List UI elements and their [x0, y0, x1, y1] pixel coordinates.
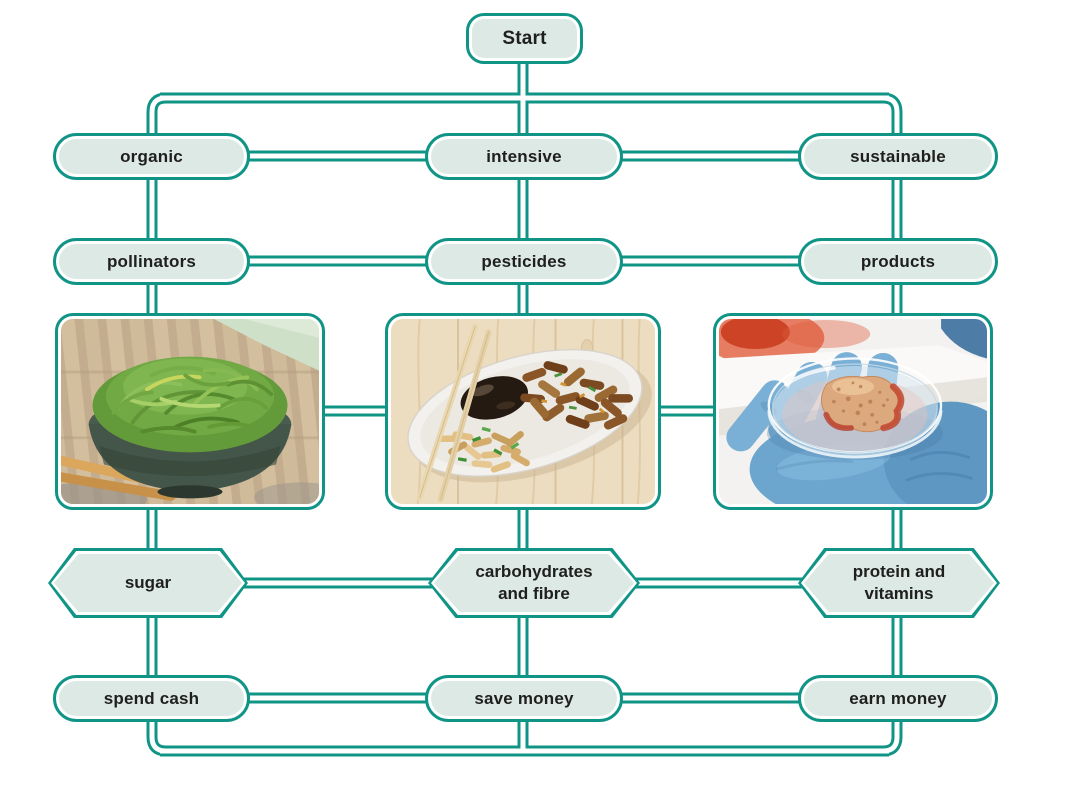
node-carbohydrates-label: carbohydrates and fibre: [475, 561, 593, 603]
node-start: Start: [466, 13, 583, 64]
node-intensive: intensive: [425, 133, 623, 180]
node-intensive-label: intensive: [431, 139, 617, 174]
node-sustainable: sustainable: [798, 133, 998, 180]
node-organic-label: organic: [59, 139, 244, 174]
photo-lab-grown-meat: [713, 313, 993, 510]
node-pollinators: pollinators: [53, 238, 250, 285]
photo-fried-insects: [385, 313, 661, 510]
node-carbohydrates: carbohydrates and fibre: [428, 548, 640, 618]
node-organic: organic: [53, 133, 250, 180]
meat-sample: [820, 375, 905, 433]
node-spend-cash-label: spend cash: [59, 681, 244, 716]
node-sustainable-label: sustainable: [804, 139, 992, 174]
node-pesticides-label: pesticides: [431, 244, 617, 279]
node-sugar: sugar: [48, 548, 248, 618]
fried-grasshoppers: [520, 361, 633, 430]
chopsticks: [416, 323, 492, 503]
node-spend-cash: spend cash: [53, 675, 250, 722]
node-pollinators-label: pollinators: [59, 244, 244, 279]
photo-seaweed-salad: [55, 313, 325, 510]
node-sugar-label: sugar: [124, 572, 172, 592]
node-start-label: Start: [472, 19, 577, 58]
node-products-label: products: [804, 244, 992, 279]
node-pesticides: pesticides: [425, 238, 623, 285]
node-save-money-label: save money: [431, 681, 617, 716]
node-earn-money-label: earn money: [804, 681, 992, 716]
node-earn-money: earn money: [798, 675, 998, 722]
node-protein-label: protein and vitamins: [852, 561, 946, 603]
dark-insects: [460, 376, 529, 420]
node-products: products: [798, 238, 998, 285]
node-protein: protein and vitamins: [798, 548, 1000, 618]
node-save-money: save money: [425, 675, 623, 722]
dish-rim: [767, 357, 943, 459]
